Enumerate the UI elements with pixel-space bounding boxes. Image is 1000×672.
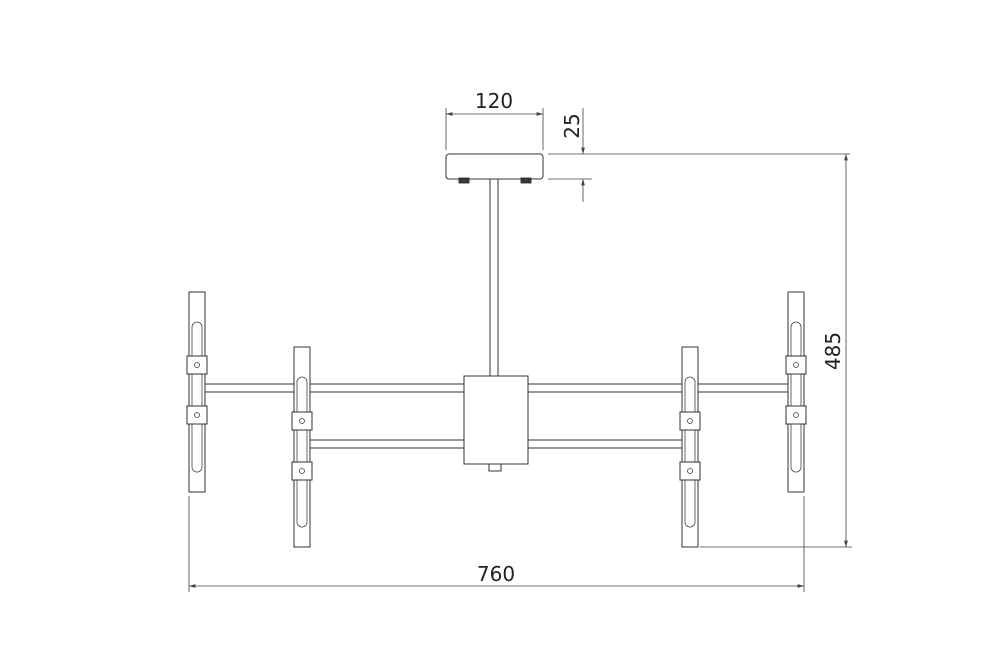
suspension-rod	[489, 178, 499, 378]
dimension-total-width: 760	[188, 496, 805, 592]
dimension-total-height: 485	[700, 154, 852, 548]
total-height-label: 485	[821, 332, 845, 370]
central-hub	[463, 375, 529, 472]
canopy-width-label: 120	[475, 89, 513, 113]
lamp-outer-left	[186, 291, 208, 493]
ceiling-canopy	[445, 153, 544, 184]
canopy-height-label: 25	[560, 113, 584, 138]
lamp-inner-right	[679, 346, 701, 548]
lamp-inner-left	[291, 346, 313, 548]
lamp-outer-right	[785, 291, 807, 493]
total-width-label: 760	[477, 562, 515, 586]
dimension-canopy-height: 25	[548, 108, 850, 202]
dimension-canopy-width: 120	[445, 89, 544, 150]
